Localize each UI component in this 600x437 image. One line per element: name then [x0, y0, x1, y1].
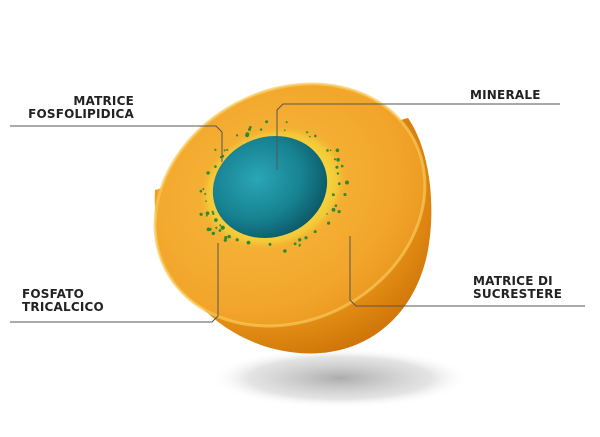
- phosphate-particle: [336, 172, 340, 175]
- phosphate-particle: [245, 132, 250, 137]
- phosphate-particle: [199, 189, 203, 193]
- phosphate-particle: [332, 194, 335, 197]
- phosphate-particle: [345, 180, 349, 185]
- phosphate-particle: [337, 182, 341, 186]
- label-tricalcium-phosphate: FOSFATO TRICALCICO: [22, 288, 104, 314]
- phosphate-particle: [223, 149, 226, 152]
- label-line: MATRICE DI: [473, 274, 553, 288]
- phosphate-particle: [335, 165, 339, 169]
- phosphate-particle: [202, 188, 205, 190]
- phosphate-particles: [199, 120, 349, 253]
- phosphate-particle: [204, 193, 207, 195]
- phosphate-particle: [219, 224, 222, 227]
- phosphate-particle: [298, 244, 301, 247]
- phosphate-particle: [224, 236, 228, 240]
- phosphate-particle: [285, 121, 288, 124]
- phosphate-particle: [265, 120, 269, 124]
- cut-face-rim: [153, 82, 427, 328]
- phosphate-particle: [313, 230, 317, 234]
- phosphate-particle: [306, 131, 309, 134]
- leader-line-phosphate: [10, 243, 219, 323]
- phosphate-particle: [283, 249, 287, 253]
- phosphate-particle: [215, 226, 218, 229]
- phosphate-particle: [205, 211, 210, 215]
- phosphate-particle: [205, 200, 207, 202]
- phosphate-particle: [268, 242, 272, 246]
- phosphate-particle: [218, 229, 222, 232]
- phosphate-particle: [246, 240, 251, 245]
- phosphate-particle: [227, 234, 231, 239]
- phosphate-particle: [214, 165, 217, 168]
- mineral-core: [212, 135, 328, 239]
- phosphate-particle: [327, 221, 331, 225]
- phosphate-particle: [298, 238, 302, 242]
- phosphate-particle: [335, 148, 340, 153]
- phosphate-particle: [248, 126, 252, 129]
- phosphate-particle: [344, 193, 347, 197]
- label-line: SUCRESTERE: [473, 287, 563, 301]
- phosphate-particle: [326, 213, 328, 215]
- phosphate-particle: [214, 148, 217, 151]
- label-line: MINERALE: [470, 88, 541, 102]
- label-line: TRICALCICO: [22, 300, 104, 314]
- phosphate-particle: [214, 218, 218, 222]
- phosphate-particle: [235, 238, 239, 242]
- phosphate-particle: [340, 164, 344, 168]
- phosphate-particle: [326, 149, 329, 152]
- leader-line-sucrose: [349, 236, 585, 307]
- phosphate-particle: [309, 135, 311, 138]
- phosphate-particle: [211, 210, 214, 213]
- phosphate-particle: [236, 134, 239, 137]
- phosphate-particle: [259, 128, 263, 131]
- phosphate-particle: [337, 158, 340, 161]
- phosphate-particle: [220, 225, 225, 230]
- drop-shadow: [210, 348, 470, 408]
- phosphate-particle: [205, 214, 208, 217]
- label-line: FOSFATO: [22, 287, 85, 301]
- label-line: MATRICE: [73, 94, 134, 108]
- label-phospholipid-matrix: MATRICE FOSFOLIPIDICA: [22, 95, 134, 121]
- phosphate-particle: [211, 231, 215, 236]
- phosphate-particle: [223, 238, 227, 242]
- phosphate-particle: [199, 212, 203, 216]
- phosphate-particle: [333, 158, 337, 161]
- label-mineral: MINERALE: [470, 89, 541, 102]
- phosphate-particle: [334, 204, 338, 207]
- phosphate-particle: [206, 171, 210, 175]
- phosphate-particle: [206, 227, 211, 232]
- phosphate-particle: [314, 134, 317, 138]
- leader-lines: [10, 103, 585, 323]
- phosphate-particle: [331, 207, 336, 212]
- phosphate-particle: [337, 210, 341, 214]
- leader-line-phospholipid: [10, 125, 223, 162]
- label-sucrose-ester-matrix: MATRICE DI SUCRESTERE: [473, 275, 562, 301]
- phosphate-particle: [293, 242, 297, 246]
- phosphate-particle: [284, 129, 286, 131]
- leader-line-mineral: [276, 103, 560, 170]
- phosphate-particle: [304, 236, 308, 240]
- phosphate-particle: [226, 148, 229, 151]
- phosphate-particle: [329, 149, 332, 152]
- phosphate-particle: [212, 212, 215, 215]
- label-line: FOSFOLIPIDICA: [28, 107, 134, 121]
